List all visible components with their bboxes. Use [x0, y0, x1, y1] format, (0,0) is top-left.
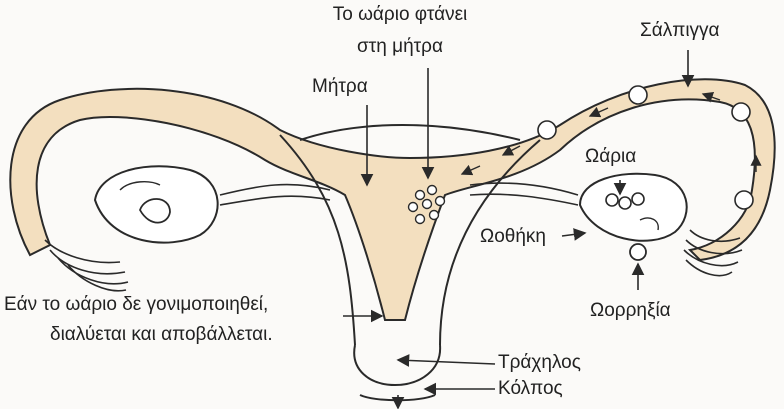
left-ovarian-ligament — [220, 185, 330, 195]
right-ovary — [580, 174, 687, 241]
right-ovarian-ligament — [470, 183, 578, 195]
label-unfertilized-line1: Εάν το ωάριο δε γονιμοποιηθεί, — [4, 294, 268, 316]
cervix-shape — [354, 345, 440, 385]
label-ovulation: Ωορρηξία — [590, 300, 671, 322]
label-cervix: Τράχηλος — [498, 352, 581, 374]
label-vagina: Κόλπος — [498, 378, 563, 400]
label-ovary: Ωοθήκη — [480, 226, 546, 248]
label-ova: Ωάρια — [585, 146, 636, 168]
label-unfertilized-line2: διαλύεται και αποβάλλεται. — [50, 324, 273, 346]
label-ovum-reaches-uterus-line1: Το ωάριο φτάνει — [300, 4, 500, 26]
left-fimbriae — [45, 240, 128, 291]
left-ovary — [95, 166, 218, 242]
label-fallopian-tube: Σάλπιγγα — [640, 20, 720, 42]
label-ovum-reaches-uterus-line2: στη μήτρα — [300, 36, 500, 58]
left-ovarian-ligament-lower — [220, 196, 330, 205]
label-uterus: Μήτρα — [312, 76, 368, 98]
uterus-top-contour — [300, 125, 520, 140]
released-ovum — [630, 244, 646, 260]
